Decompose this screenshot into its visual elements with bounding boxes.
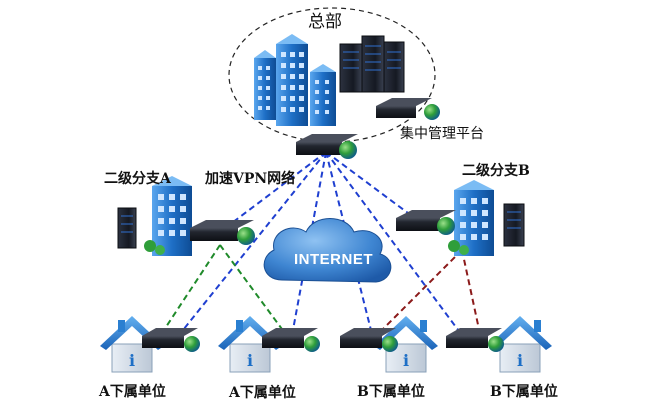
branch-b-building bbox=[448, 180, 494, 256]
sub-unit-a1-label: A下属单位 bbox=[99, 384, 166, 400]
sub-unit-b2-label: B下属单位 bbox=[490, 384, 558, 400]
hq-building-right bbox=[310, 64, 336, 126]
branch-a-label: 二级分支A bbox=[104, 171, 171, 187]
branch-b-links bbox=[377, 249, 481, 335]
internet-label: INTERNET bbox=[294, 251, 373, 268]
sub-unit-b2-router bbox=[446, 328, 504, 352]
branch-a-links bbox=[159, 244, 291, 341]
branch-a-router bbox=[190, 220, 255, 245]
branch-b-label: 二级分支B bbox=[462, 163, 530, 179]
hq-building-left bbox=[254, 50, 276, 120]
svg-text:i: i bbox=[247, 351, 253, 370]
sub-unit-b1-label: B下属单位 bbox=[357, 384, 425, 400]
internet-cloud bbox=[263, 218, 392, 283]
hq-boundary bbox=[228, 7, 436, 143]
sub-unit-a1-router bbox=[142, 328, 200, 352]
svg-text:i: i bbox=[129, 351, 135, 370]
branch-a-server bbox=[117, 207, 137, 249]
mgmt-router bbox=[376, 98, 440, 120]
svg-text:i: i bbox=[517, 351, 523, 370]
branch-b-server bbox=[503, 203, 525, 247]
sub-unit-a2-label: A下属单位 bbox=[229, 385, 296, 401]
hq-building-tall bbox=[276, 34, 308, 126]
hq-server-racks bbox=[339, 35, 405, 93]
mgmt-platform-label: 集中管理平台 bbox=[400, 126, 484, 142]
branch-b-router bbox=[396, 210, 456, 235]
sub-unit-b1-router bbox=[340, 328, 398, 352]
hq-label: 总部 bbox=[308, 12, 342, 32]
branch-a-building bbox=[144, 176, 192, 256]
vpn-network-label: 加速VPN网络 bbox=[205, 171, 296, 187]
sub-unit-a2-router bbox=[262, 328, 320, 352]
svg-text:i: i bbox=[403, 351, 409, 370]
hq-router bbox=[296, 134, 358, 159]
